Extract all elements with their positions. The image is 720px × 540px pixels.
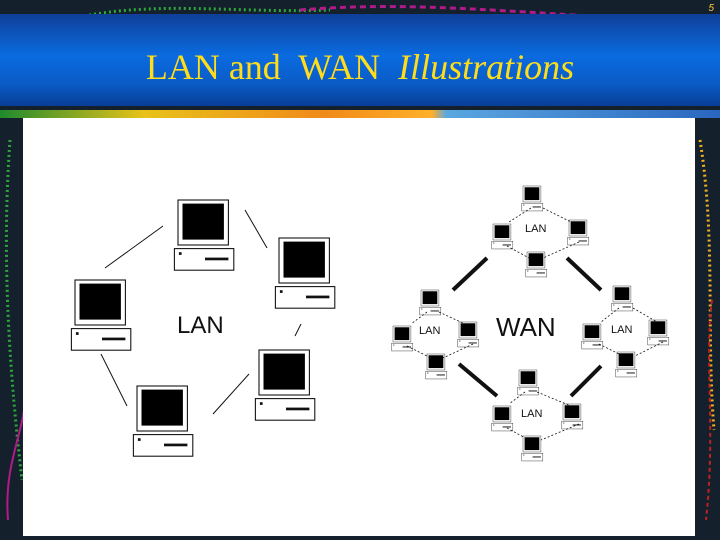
- wan-computer: [491, 405, 514, 432]
- network-illustration: [70, 185, 670, 462]
- lan-computer: [173, 199, 235, 271]
- illustration-canvas: LAN WAN LAN LAN LAN LAN: [23, 118, 695, 536]
- lan-link: [506, 427, 530, 441]
- lan-link: [542, 241, 580, 259]
- wan-computer: [425, 353, 448, 380]
- lan-link: [438, 311, 466, 325]
- lan-link: [406, 345, 432, 359]
- wan-link: [565, 256, 603, 292]
- slide-number: 5: [708, 3, 714, 14]
- lan-computer: [132, 385, 194, 457]
- lan-computer: [254, 349, 316, 421]
- lan-link: [442, 343, 474, 359]
- wan-computer: [521, 185, 544, 212]
- lan-link: [410, 311, 428, 325]
- lan-link: [100, 353, 128, 407]
- wan-left-lan-label: LAN: [419, 325, 441, 337]
- lan-label: LAN: [177, 312, 224, 339]
- lan-computer: [70, 279, 132, 351]
- lan-link: [104, 225, 164, 269]
- lan-link: [294, 323, 302, 337]
- wan-top-lan-label: LAN: [525, 223, 547, 235]
- wan-link: [569, 364, 603, 398]
- slide-title: LAN and WAN Illustrations: [0, 46, 720, 88]
- wan-computer: [567, 219, 590, 246]
- wan-computer: [419, 289, 442, 316]
- wan-computer: [611, 285, 634, 312]
- wan-computer: [561, 403, 584, 430]
- lan-link: [508, 391, 526, 405]
- wan-label: WAN: [496, 312, 556, 342]
- wan-computer: [391, 325, 414, 352]
- title-italic-text: Illustrations: [398, 47, 575, 87]
- wan-bottom-lan-label: LAN: [521, 408, 543, 420]
- wan-computer: [525, 251, 548, 278]
- wan-computer: [615, 351, 638, 378]
- wan-link: [451, 256, 489, 292]
- lan-link: [540, 423, 580, 441]
- title-text: LAN and WAN: [145, 47, 399, 87]
- title-accent-line: [0, 110, 720, 118]
- lan-link: [542, 207, 576, 225]
- lan-computer: [274, 237, 336, 309]
- lan-link: [212, 373, 250, 415]
- wan-computer: [457, 321, 480, 348]
- wan-right-lan-label: LAN: [611, 324, 633, 336]
- lan-link: [506, 245, 530, 259]
- lan-link: [598, 343, 624, 357]
- lan-link: [632, 307, 658, 323]
- wan-computer: [517, 369, 540, 396]
- wan-link: [457, 362, 499, 398]
- wan-computer: [491, 223, 514, 250]
- title-band: [0, 14, 720, 106]
- wan-computer: [647, 319, 670, 346]
- lan-link: [634, 341, 664, 357]
- lan-link: [244, 209, 268, 249]
- lan-link: [508, 207, 532, 223]
- wan-computer: [581, 323, 604, 350]
- wan-computer: [521, 435, 544, 462]
